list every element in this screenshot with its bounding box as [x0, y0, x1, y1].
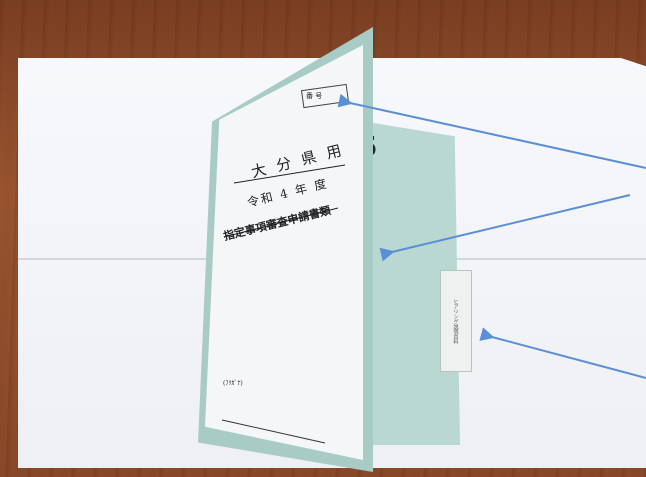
underline-1: [233, 164, 346, 184]
underline-3: [221, 419, 326, 444]
arrow-to-number-box: [337, 93, 646, 169]
name-field-label: (ﾌﾘｶﾞﾅ): [223, 380, 243, 387]
corner-label: 番 号: [306, 92, 323, 100]
index-tab: ヒアリング説明資料: [440, 270, 472, 372]
arrow-to-index-tab: [479, 327, 646, 379]
underline-2: [223, 207, 339, 238]
index-tab-label: ヒアリング説明資料: [452, 298, 459, 344]
arrow-to-inner-folder: [379, 194, 631, 262]
front-folder-label-area: [205, 45, 363, 460]
